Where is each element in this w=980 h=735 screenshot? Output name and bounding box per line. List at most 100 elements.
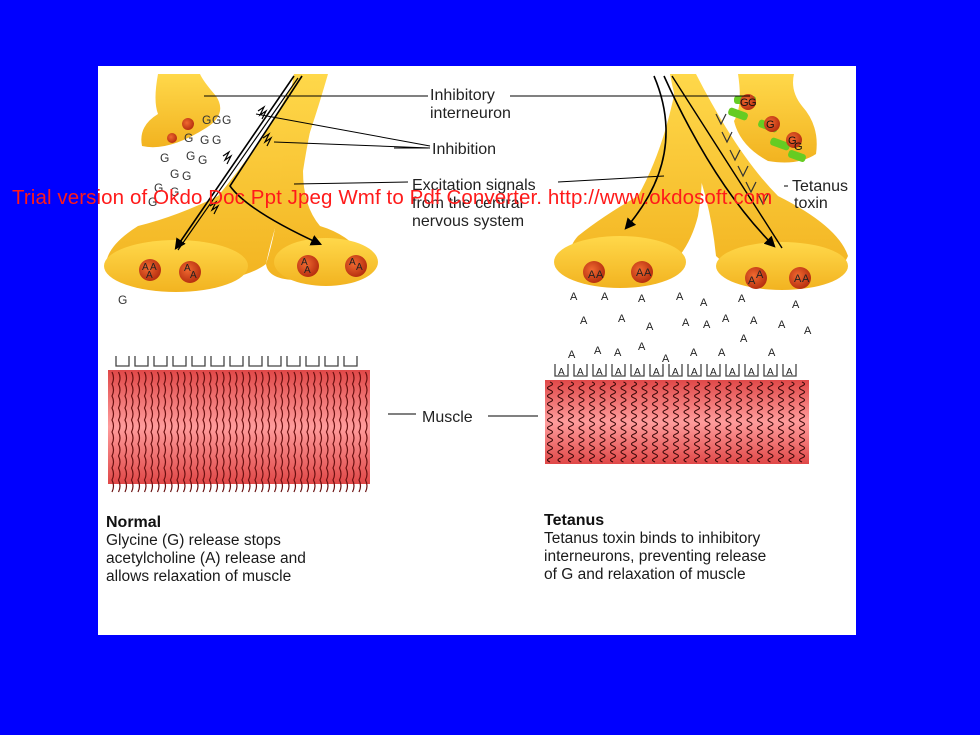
muscle-fiber	[163, 371, 167, 493]
muscle-fiber	[189, 371, 193, 493]
muscle-fiber	[156, 371, 160, 493]
normal-caption-line: acetylcholine (A) release and	[106, 550, 306, 567]
left-vesicle	[179, 261, 201, 283]
a-marker: A	[636, 267, 644, 279]
muscle-fiber	[254, 371, 258, 493]
tetanus-caption-title: Tetanus	[544, 512, 605, 529]
toxin-molecule	[788, 150, 806, 162]
a-marker: A	[740, 333, 748, 345]
a-marker: A	[729, 367, 736, 378]
label-excitation-2: from the central	[412, 195, 523, 212]
left-interneuron	[141, 74, 221, 148]
a-marker: A	[804, 325, 812, 337]
a-marker: A	[646, 321, 654, 333]
muscle-fiber	[683, 381, 690, 463]
receptor-cup	[248, 356, 263, 367]
muscle-fiber	[578, 381, 585, 463]
left-neurons	[104, 74, 378, 292]
label-toxin: toxin	[794, 195, 828, 212]
a-marker: A	[703, 319, 711, 331]
g-marker: G	[148, 195, 157, 209]
a-marker: A	[577, 367, 584, 378]
receptor-cup	[153, 356, 168, 367]
receptor-cup	[782, 364, 797, 377]
muscle-fiber	[332, 371, 336, 493]
muscle-fiber	[672, 381, 680, 463]
receptor-cup	[763, 364, 778, 377]
a-marker: A	[767, 367, 774, 378]
a-marker: A	[682, 317, 690, 329]
normal-muscle	[108, 370, 370, 484]
a-marker: A	[700, 297, 708, 309]
right-ach-markers: A A A A A A A A A A A A A A A A A A A A …	[568, 267, 812, 365]
a-marker: A	[738, 293, 746, 305]
muscle-fiber	[280, 371, 284, 493]
muscle-fiber	[756, 381, 764, 463]
a-marker: A	[802, 273, 810, 285]
right-neurons	[554, 74, 848, 290]
muscle-fiber	[202, 371, 206, 493]
receptor-cup	[744, 364, 759, 377]
a-marker: A	[786, 367, 793, 378]
right-terminal-1	[554, 236, 686, 288]
receptor-cup	[210, 356, 225, 367]
left-terminal-1	[104, 240, 248, 292]
muscle-fiber	[319, 371, 323, 493]
tetanus-caption-line: Tetanus toxin binds to inhibitory	[544, 530, 761, 547]
muscle-fiber	[117, 371, 121, 493]
right-axon-a	[570, 74, 703, 281]
receptor-cup	[706, 364, 721, 377]
muscle-fiber	[620, 381, 627, 463]
receptor-cup	[649, 364, 664, 377]
left-vesicle	[139, 259, 161, 281]
a-marker: A	[304, 265, 311, 276]
right-vesicle	[789, 267, 811, 289]
a-marker: A	[750, 315, 758, 327]
receptor-cup	[267, 356, 282, 367]
receptor-cup	[229, 356, 244, 367]
a-marker: A	[190, 270, 197, 281]
normal-caption-line: Glycine (G) release stops	[106, 532, 281, 549]
muscle-fiber	[299, 371, 303, 493]
label-muscle: Muscle	[422, 409, 473, 426]
a-marker: A	[570, 291, 578, 303]
a-marker: A	[588, 269, 596, 281]
normal-muscle-fibers	[111, 371, 368, 493]
receptor-cup	[191, 356, 206, 367]
right-terminal-2	[716, 242, 848, 290]
a-marker: A	[596, 269, 604, 281]
receptor-cup	[725, 364, 740, 377]
muscle-fiber	[273, 371, 277, 493]
muscle-fiber	[609, 381, 617, 463]
right-vesicle	[745, 267, 767, 289]
muscle-fiber	[234, 371, 238, 493]
muscle-fiber	[228, 371, 232, 493]
receptor-cup	[573, 364, 588, 377]
a-marker: A	[722, 313, 730, 325]
a-marker: A	[580, 315, 588, 327]
receptor-cup	[115, 356, 130, 367]
g-marker: G	[794, 141, 803, 153]
receptor-cup	[324, 356, 339, 367]
leader-lines	[204, 95, 788, 417]
a-marker: A	[594, 345, 602, 357]
tetanus-muscle-fibers	[546, 381, 806, 463]
a-marker: A	[142, 262, 149, 273]
g-marker: G	[118, 293, 127, 307]
g-marker: G	[766, 119, 775, 131]
label-interneuron: interneuron	[430, 105, 511, 122]
muscle-fiber	[788, 381, 795, 463]
g-marker: G	[170, 185, 179, 199]
a-marker: A	[710, 367, 717, 378]
a-marker: A	[596, 367, 603, 378]
muscle-fiber	[693, 381, 701, 463]
a-marker: A	[638, 341, 646, 353]
g-marker: G	[186, 149, 195, 163]
g-marker: G	[198, 153, 207, 167]
muscle-fiber	[325, 371, 329, 493]
muscle-fiber	[306, 371, 310, 493]
a-marker: A	[792, 299, 800, 311]
tetanus-caption: Tetanus Tetanus toxin binds to inhibitor…	[544, 512, 766, 584]
